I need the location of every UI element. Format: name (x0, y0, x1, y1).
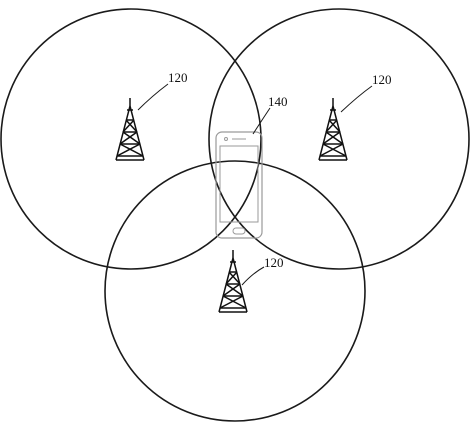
label-tower-right: 120 (372, 72, 392, 87)
leader-line-tower-left (137, 83, 169, 111)
leader-line-tower-bottom (241, 266, 265, 286)
tower-left (115, 98, 145, 161)
mobile-terminal (215, 131, 263, 239)
tower-bottom (218, 250, 248, 313)
leader-line-tower-right (340, 85, 373, 113)
label-tower-bottom: 120 (264, 255, 284, 270)
tower-right (318, 98, 348, 161)
coverage-circle-bottom (104, 160, 366, 422)
smartphone-icon (215, 131, 263, 239)
radio-tower-icon (218, 250, 248, 313)
radio-tower-icon (115, 98, 145, 161)
leader-line-terminal (252, 107, 271, 135)
label-terminal: 140 (268, 94, 288, 109)
coverage-circle-right (208, 8, 470, 270)
coverage-circle-left (0, 8, 262, 270)
label-tower-left: 120 (168, 70, 188, 85)
radio-tower-icon (318, 98, 348, 161)
